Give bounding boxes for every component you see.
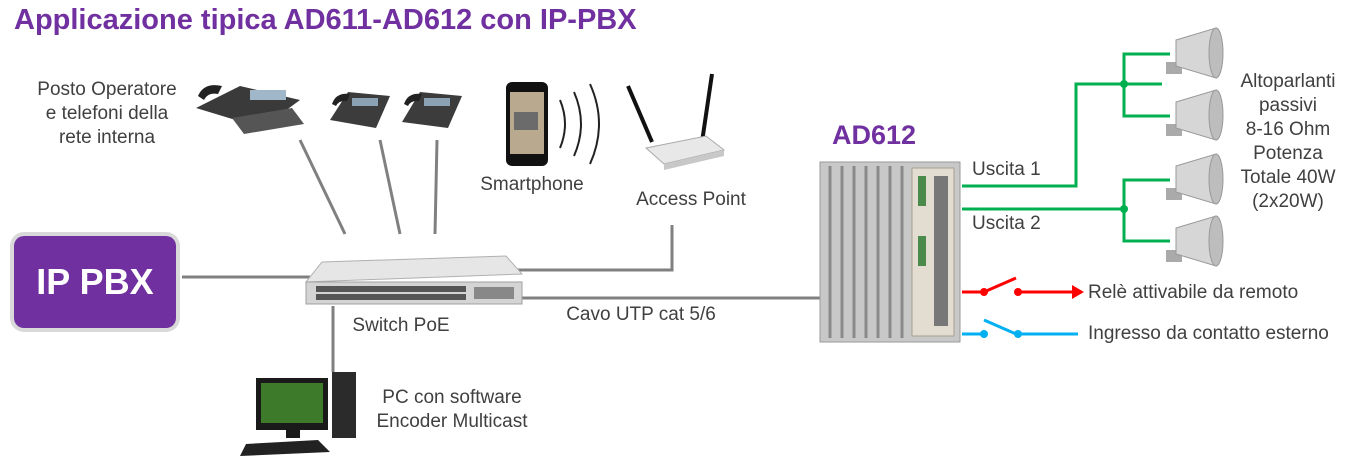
output-1-label: Uscita 1 bbox=[972, 159, 1041, 180]
speakers-label: Altoparlanti passivi 8-16 Ohm Potenza To… bbox=[1226, 70, 1350, 214]
cable-phone-2 bbox=[378, 139, 402, 235]
speakers-label-line: 8-16 Ohm bbox=[1245, 119, 1331, 140]
access-point-icon bbox=[626, 73, 726, 170]
relay-symbol bbox=[962, 276, 1084, 299]
smartphone-icon bbox=[506, 82, 548, 166]
access-point-label: Access Point bbox=[636, 189, 746, 210]
ad612-device-icon bbox=[819, 161, 961, 343]
poe-switch-icon bbox=[304, 255, 524, 305]
pc-icon bbox=[240, 372, 356, 456]
speaker-icon bbox=[1166, 89, 1224, 141]
operator-label-line: e telefoni della bbox=[45, 103, 169, 124]
output-lines bbox=[962, 52, 1170, 243]
operator-label: Posto Operatore e telefoni della rete in… bbox=[22, 78, 192, 150]
operator-label-line: rete interna bbox=[58, 127, 156, 148]
cable-phone-3 bbox=[433, 139, 439, 235]
speaker-icon bbox=[1166, 27, 1224, 79]
speakers-label-line: passivi bbox=[1258, 95, 1318, 116]
pc-label-line: PC con software bbox=[382, 387, 522, 408]
ip-pbx-box: IP PBX bbox=[14, 236, 176, 328]
input-symbol bbox=[962, 318, 1078, 338]
diagram-title: Applicazione tipica AD611-AD612 con IP-P… bbox=[14, 4, 637, 36]
speakers-label-line: Totale 40W bbox=[1240, 167, 1336, 188]
speaker-icon bbox=[1166, 153, 1224, 205]
wifi-waves-icon bbox=[559, 83, 600, 165]
speakers-label-line: Potenza bbox=[1253, 143, 1323, 164]
output-2-label: Uscita 2 bbox=[972, 213, 1041, 234]
pc-label: PC con software Encoder Multicast bbox=[364, 386, 540, 434]
smartphone-label: Smartphone bbox=[480, 174, 584, 195]
network-cables bbox=[182, 139, 820, 372]
pc-label-line: Encoder Multicast bbox=[376, 411, 528, 432]
desk-phone-icon bbox=[402, 92, 462, 128]
operator-label-line: Posto Operatore bbox=[37, 79, 177, 100]
desk-phone-icon bbox=[330, 92, 390, 128]
speaker-icon bbox=[1166, 215, 1224, 267]
device-title: AD612 bbox=[832, 120, 917, 150]
switch-label: Switch PoE bbox=[352, 315, 450, 336]
cable-phone-1 bbox=[298, 139, 347, 235]
input-label: Ingresso da contatto esterno bbox=[1088, 323, 1329, 344]
relay-label: Relè attivabile da remoto bbox=[1088, 282, 1299, 303]
operator-console-icon bbox=[196, 85, 304, 134]
cable-label: Cavo UTP cat 5/6 bbox=[566, 304, 716, 325]
cable-access-point bbox=[515, 225, 674, 272]
speakers-label-line: (2x20W) bbox=[1252, 191, 1324, 212]
speakers-label-line: Altoparlanti bbox=[1240, 71, 1336, 92]
